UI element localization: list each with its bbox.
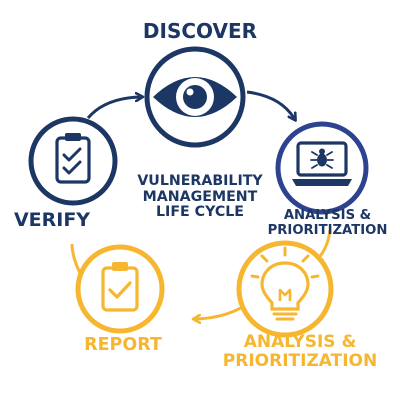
verify-label: VERIFY — [4, 210, 100, 231]
arrow-lightbulb-to-report — [196, 303, 247, 319]
analysis-top-label-line-2: PRIORITIZATION — [267, 222, 388, 238]
center-title-line-3: LIFE CYCLE — [156, 204, 244, 221]
center-title-line-2: MANAGEMENT — [142, 188, 258, 205]
report-label-line: REPORT — [84, 335, 162, 355]
analysis-bottom-label-line-2: PRIORITIZATION — [222, 350, 378, 371]
verify-label-line: VERIFY — [13, 209, 91, 231]
analysis-top-label-line-1: ANALYSIS & — [283, 208, 372, 223]
clipboard-check-icon — [101, 262, 139, 312]
eye-icon — [153, 77, 237, 117]
analysis-bottom-label-line-1: ANALYSIS & — [243, 332, 357, 352]
lightbulb-icon — [250, 246, 320, 321]
center-title: VULNERABILITY MANAGEMENT LIFE CYCLE — [118, 173, 282, 221]
center-title-line-1: VULNERABILITY — [137, 173, 263, 189]
arrow-verify-to-discover — [86, 97, 140, 120]
analysis-lightbulb-node — [236, 240, 334, 338]
analysis-top-label: ANALYSIS & PRIORITIZATION — [255, 208, 400, 238]
arrow-discover-to-analysis — [246, 90, 294, 118]
verify-node — [28, 116, 118, 206]
discover-node — [144, 46, 246, 148]
analysis-laptop-node — [275, 121, 369, 215]
discover-label-line: DISCOVER — [142, 19, 258, 43]
checklist-clipboard-icon — [55, 133, 91, 184]
analysis-bottom-label: ANALYSIS & PRIORITIZATION — [205, 333, 395, 370]
report-label: REPORT — [62, 336, 184, 355]
report-node — [75, 244, 165, 334]
discover-label: DISCOVER — [115, 19, 285, 43]
laptop-bug-icon — [292, 141, 352, 186]
